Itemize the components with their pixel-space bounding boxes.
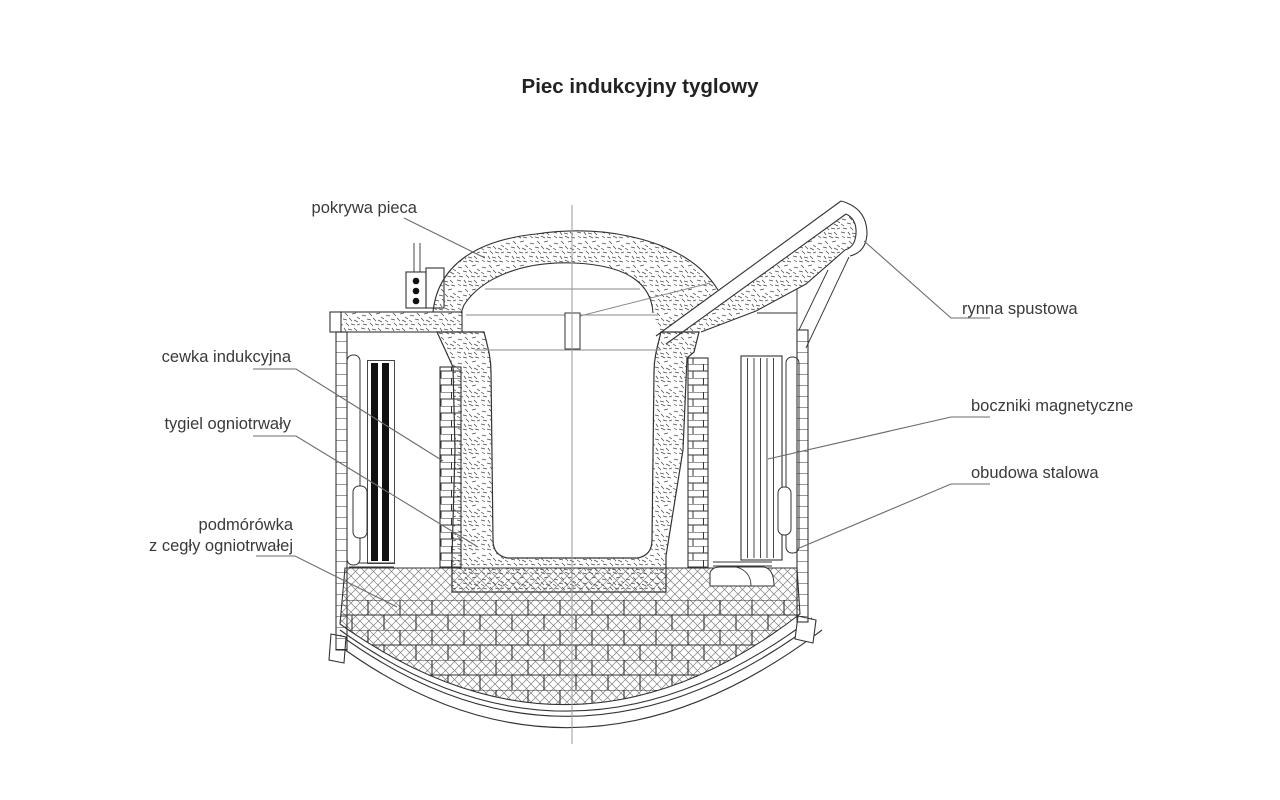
shunt-clamp-rails <box>346 354 800 566</box>
label-rynna-spustowa: rynna spustowa <box>962 300 1078 318</box>
leader-podmorowka <box>256 555 398 608</box>
magnetic-shunt-bar <box>371 363 378 561</box>
magnetic-shunts <box>349 355 783 568</box>
induction-coil <box>439 357 709 569</box>
label-podmorowka-line1: podmórówka <box>199 516 294 534</box>
steel-casing-left <box>335 331 348 651</box>
label-boczniki-magnetyczne: boczniki magnetyczne <box>971 397 1133 415</box>
label-obudowa-stalowa: obudowa stalowa <box>971 464 1099 482</box>
hinge-pin-dot <box>412 287 420 295</box>
induction-coil-left <box>439 366 462 569</box>
label-cewka-indukcyjna: cewka indukcyjna <box>162 348 292 366</box>
furnace-lid <box>432 230 719 333</box>
bottom-channel-block <box>709 566 775 587</box>
hinge-pin-dot <box>412 277 420 285</box>
label-pokrywa-pieca: pokrywa pieca <box>312 199 418 217</box>
leader-tygiel-ogniotrwaly <box>253 435 479 548</box>
leader-pokrywa-pieca <box>403 217 486 259</box>
top-flange-left <box>329 311 463 333</box>
spout-gusset-line <box>798 269 829 331</box>
induction-coil-right <box>687 357 709 569</box>
leader-cewka-indukcyjna <box>253 368 444 462</box>
label-tygiel-ogniotrwaly: tygiel ogniotrwały <box>164 415 291 433</box>
bottom-shell-arcs <box>328 615 823 729</box>
magnetic-shunt-bar <box>382 363 389 561</box>
leader-rynna-spustowa <box>863 240 990 319</box>
lid-hinge <box>405 243 445 309</box>
steel-casing-right <box>796 329 809 623</box>
tapping-spout-outline <box>655 200 868 349</box>
hinge-pin-dot <box>412 297 420 305</box>
page-title: Piec indukcyjny tyglowy <box>522 75 760 98</box>
tapping-spout <box>656 201 867 344</box>
leader-obudowa-stalowa <box>796 483 990 550</box>
spout-gusset-line <box>805 256 850 349</box>
steel-casing <box>335 329 809 651</box>
leader-boczniki-magnetyczne <box>767 416 990 460</box>
label-podmorowka-line2: z cegły ogniotrwałej <box>149 537 293 555</box>
refractory-crucible <box>436 331 700 593</box>
shell-end-tab-right <box>794 615 817 644</box>
leader-lines <box>253 217 990 608</box>
